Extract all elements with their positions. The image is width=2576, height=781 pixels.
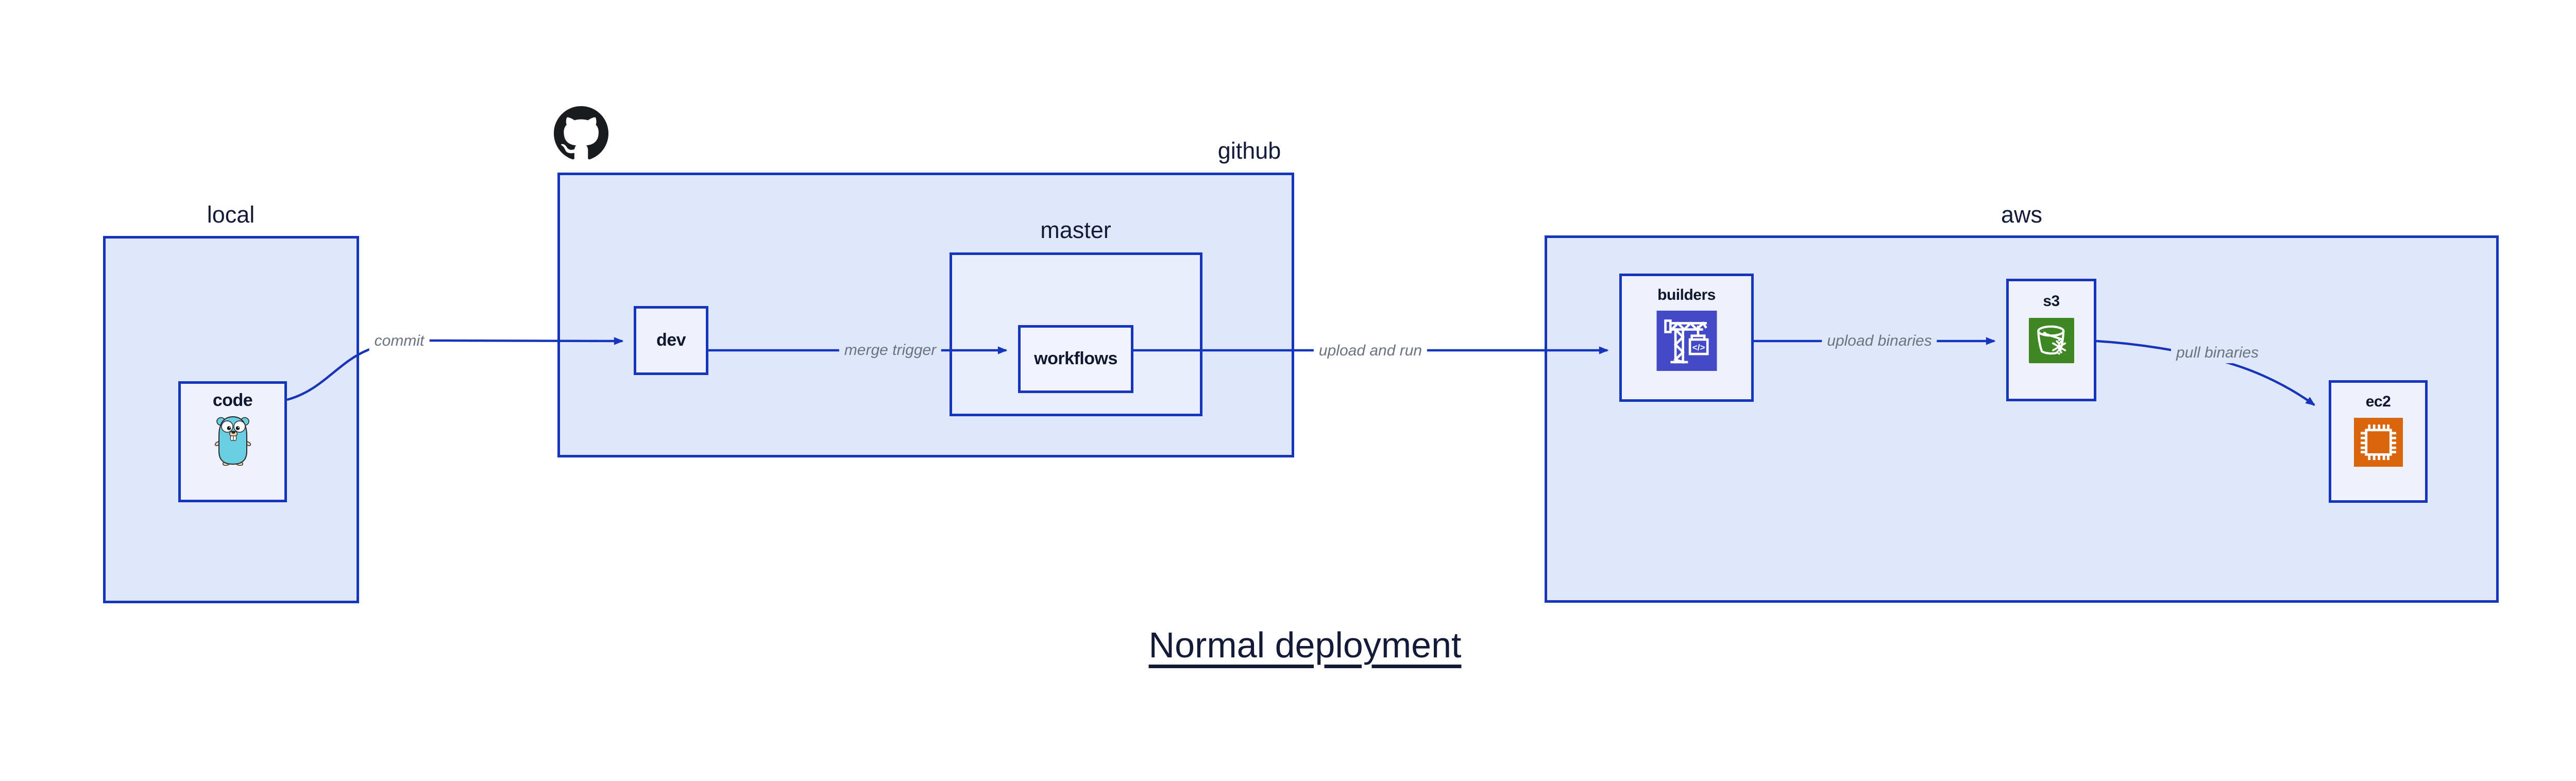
edge-commit-label: commit xyxy=(369,331,430,351)
node-workflows: workflows xyxy=(1018,325,1133,393)
ec2-chip-icon xyxy=(2353,418,2403,467)
edge-upload-and-run-label: upload and run xyxy=(1313,341,1428,361)
node-builders: builders </> xyxy=(1619,274,1754,402)
svg-text:</>: </> xyxy=(1692,343,1705,352)
node-builders-label: builders xyxy=(1657,286,1716,303)
edge-merge-trigger-label: merge trigger xyxy=(839,340,942,361)
s3-glacier-bucket-icon xyxy=(2028,318,2074,363)
edge-pull-binaries-label: pull binaries xyxy=(2171,343,2264,363)
github-group-label: github xyxy=(1217,138,1281,164)
node-workflows-label: workflows xyxy=(1034,349,1117,369)
node-s3: s3 xyxy=(2006,279,2096,401)
node-s3-label: s3 xyxy=(2043,293,2060,310)
node-dev: dev xyxy=(634,306,708,375)
codebuild-crane-icon: </> xyxy=(1656,311,1718,371)
go-gopher-icon xyxy=(214,414,252,468)
node-code-label: code xyxy=(212,390,253,410)
local-group-label: local xyxy=(207,201,255,228)
aws-group-label: aws xyxy=(2001,201,2043,228)
github-mark-icon xyxy=(554,106,608,160)
node-ec2: ec2 xyxy=(2329,380,2428,503)
diagram-title: Normal deployment xyxy=(1148,625,1462,665)
master-branch-label: master xyxy=(1040,217,1111,243)
edge-upload-binaries-label: upload binaries xyxy=(1822,331,1937,351)
node-code: code xyxy=(178,381,287,502)
node-ec2-label: ec2 xyxy=(2365,393,2391,410)
node-dev-label: dev xyxy=(656,330,686,350)
